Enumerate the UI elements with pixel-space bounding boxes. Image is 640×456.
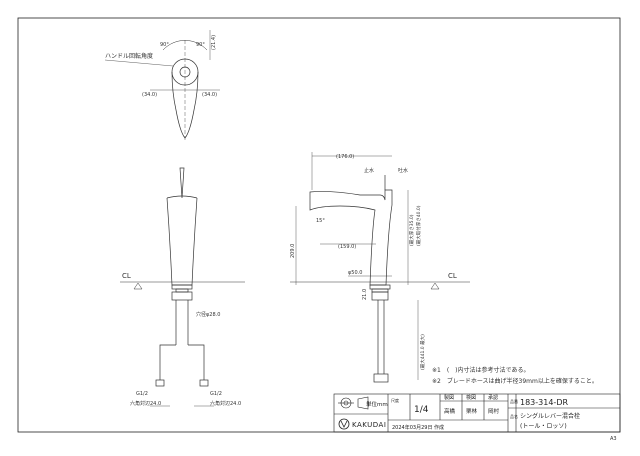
nut-left: 六角対辺24.0 (130, 400, 161, 407)
spout-flow-label: 吐水 (398, 167, 408, 174)
right-note-2: (最大取付厚さ40.0) (415, 205, 422, 246)
thread-right: G1/2 (210, 391, 222, 397)
right-note-3: (最大441.0 最大) (419, 334, 426, 370)
part-label: 品番 (510, 398, 518, 404)
hole-label: 穴径φ28.0 (196, 311, 220, 318)
product-name: シングルレバー混合栓 (520, 412, 580, 420)
dim-right-34: (34.0) (202, 92, 217, 98)
top-view (104, 30, 220, 142)
angle-right-label: 90° (196, 42, 205, 48)
dim-159: (159.0) (338, 244, 356, 250)
scale-value: 1/4 (414, 405, 429, 415)
unit-label: 単位mm (366, 400, 388, 408)
kakudai-logo-icon (338, 418, 350, 430)
nut-right: 六角対辺24.0 (210, 400, 241, 407)
front-view (150, 167, 214, 407)
right-note-1: (最大厚さ35.0) (408, 214, 415, 246)
date-text: 2024年03月29日 作成 (392, 424, 444, 431)
angle-left-label: 90° (160, 42, 169, 48)
handle-angle-label: ハンドル回転角度 (105, 52, 153, 60)
brand-logo: KAKUDAI (352, 421, 386, 429)
name-approved: 岡村 (488, 407, 500, 415)
col-drawn: 製図 (444, 394, 454, 401)
product-series: (トール・ロッソ) (520, 423, 567, 430)
col-approved: 承認 (488, 394, 498, 401)
name-drawn: 高橋 (444, 407, 456, 415)
spout-stop-label: 止水 (364, 167, 374, 174)
side-view (295, 152, 419, 383)
cl-marker-left (133, 282, 143, 290)
note-2: ※2 ブレードホースは曲げ半径39mm以上を確保すること。 (432, 377, 598, 385)
name-checked: 栗林 (466, 407, 478, 415)
dim-21: 21.0 (362, 289, 368, 300)
cl-label-left: CL (122, 272, 131, 280)
dim-50: φ50.0 (348, 270, 362, 276)
cl-marker-right (430, 282, 440, 290)
dim-209: 209.0 (290, 244, 296, 258)
cl-label-right: CL (448, 272, 457, 280)
scale-label: 尺度 (391, 397, 399, 403)
projection-symbol-icon (338, 396, 369, 410)
title-block (333, 393, 621, 433)
dim-176: (176.0) (336, 154, 354, 160)
sheet-border (17, 17, 621, 433)
sheet-size: A3 (610, 436, 617, 442)
dim-left-34: (34.0) (142, 92, 157, 98)
dim-top-right: (21.4) (211, 35, 217, 50)
dim-15: 15° (316, 218, 325, 224)
thread-left: G1/2 (136, 391, 148, 397)
col-checked: 検図 (466, 394, 476, 401)
note-1: ※1 ( )内寸法は参考寸法である。 (432, 366, 529, 374)
product-label: 品名 (510, 413, 518, 419)
part-number: 183-314-DR (520, 398, 568, 407)
